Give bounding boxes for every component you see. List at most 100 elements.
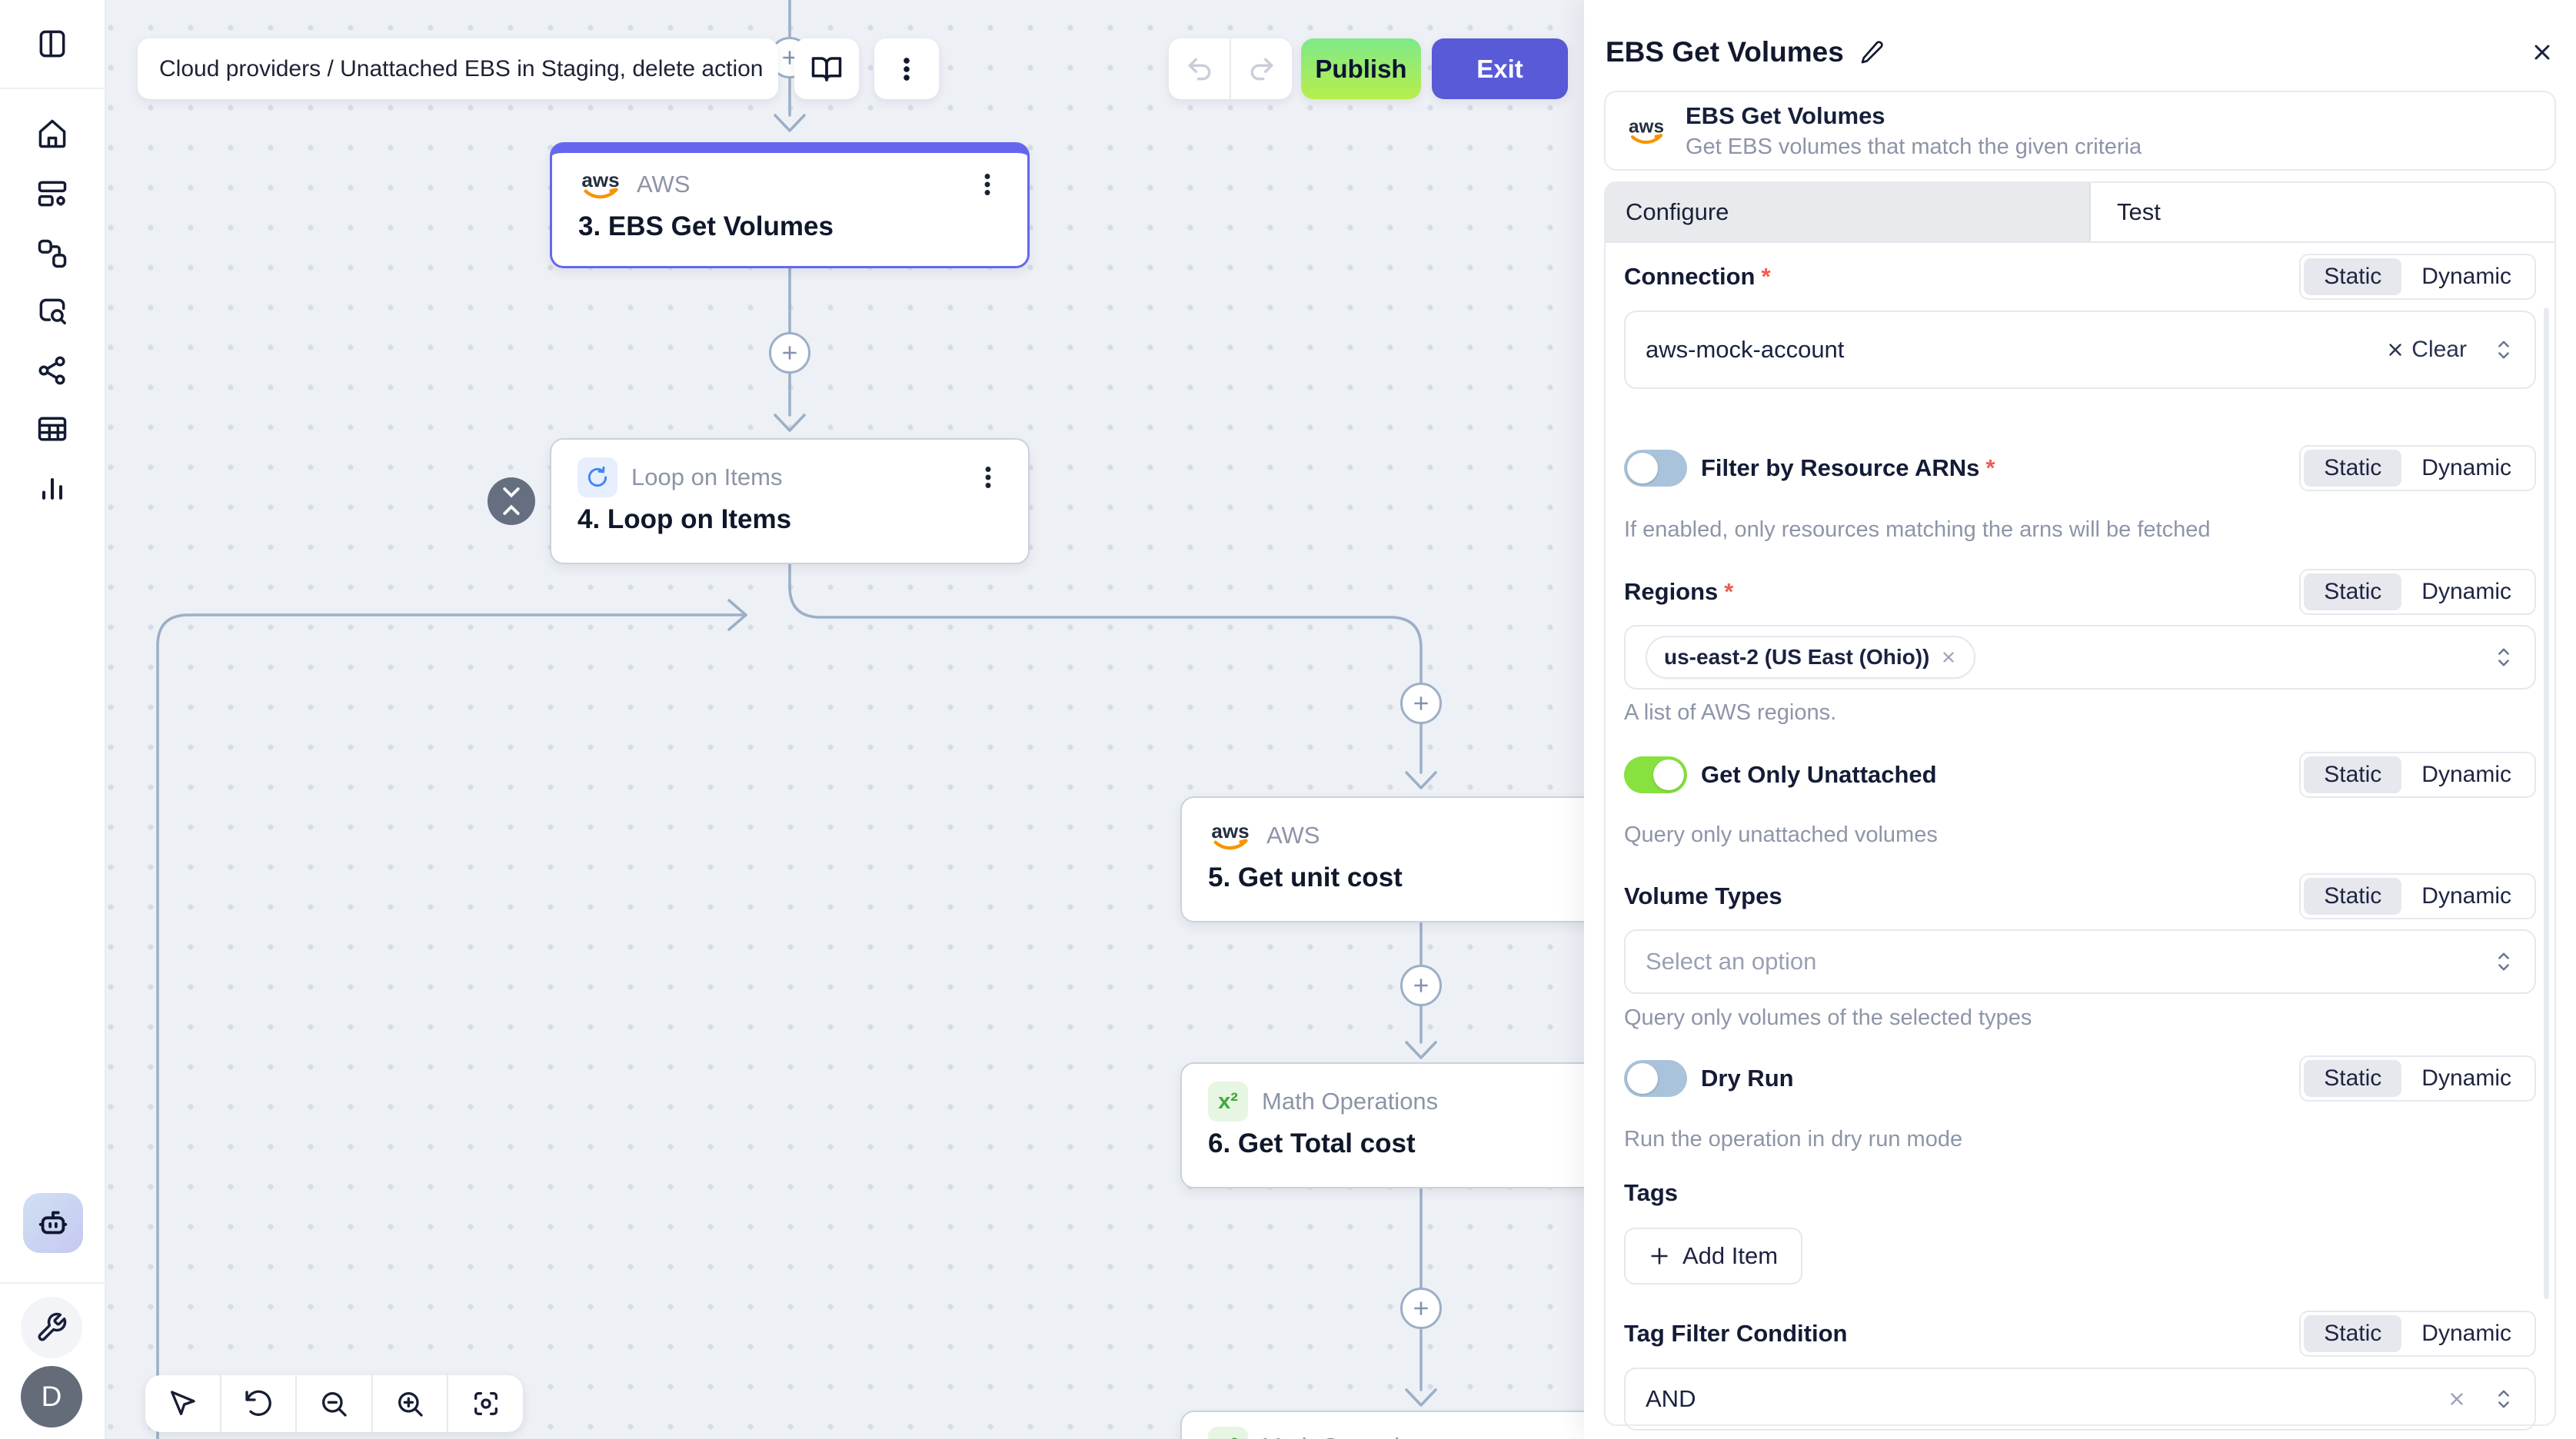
undo-redo-group [1169, 38, 1292, 99]
sidebar-divider [0, 1282, 106, 1284]
unattached-static-dynamic-toggle: Static Dynamic [2299, 752, 2536, 798]
dry-run-toggle[interactable] [1624, 1060, 1687, 1097]
node-ebs-get-volumes[interactable]: aws AWS 3. EBS Get Volumes [550, 142, 1030, 268]
dry-run-label: Dry Run [1701, 1065, 1794, 1092]
node-get-total-cost[interactable]: x² Math Operations 6. Get Total cost [1180, 1062, 1660, 1188]
static-option[interactable]: Static [2304, 573, 2402, 610]
static-option[interactable]: Static [2304, 756, 2402, 793]
left-sidebar: D [0, 0, 106, 1439]
tab-configure[interactable]: Configure [1606, 183, 2091, 241]
add-tag-item-button[interactable]: Add Item [1624, 1228, 1803, 1284]
exit-label: Exit [1476, 54, 1523, 83]
add-step-button[interactable] [1400, 683, 1442, 724]
node-title: 4. Loop on Items [577, 504, 792, 534]
library-button[interactable] [794, 38, 859, 99]
region-chip[interactable]: us-east-2 (US East (Ohio)) [1646, 636, 1976, 679]
undo-button[interactable] [1169, 38, 1230, 99]
dynamic-option[interactable]: Dynamic [2421, 455, 2511, 480]
workflow-menu-button[interactable] [874, 38, 939, 99]
sidebar-item-tables[interactable] [35, 411, 70, 447]
node-app-label: AWS [1266, 822, 1320, 849]
sidebar-item-home[interactable] [35, 116, 70, 151]
redo-button[interactable] [1230, 38, 1292, 99]
zoom-in-button[interactable] [371, 1375, 448, 1432]
sidebar-item-automations[interactable] [35, 176, 70, 211]
collapse-loop-button[interactable] [488, 477, 535, 525]
sidebar-item-workflows[interactable] [35, 236, 70, 271]
zoom-in-icon [398, 1392, 423, 1417]
dynamic-option[interactable]: Dynamic [2421, 1321, 2511, 1346]
clear-connection-button[interactable]: Clear [2385, 337, 2467, 363]
clear-icon[interactable] [2447, 1389, 2467, 1409]
dynamic-option[interactable]: Dynamic [2421, 264, 2511, 289]
sidebar-item-explore[interactable] [35, 294, 70, 329]
sidebar-item-settings[interactable] [21, 1297, 82, 1358]
focus-icon [474, 1392, 498, 1415]
connection-static-dynamic-toggle: Static Dynamic [2299, 254, 2536, 300]
pointer-icon [171, 1391, 195, 1415]
tab-test[interactable]: Test [2117, 198, 2161, 225]
node-menu-button[interactable] [973, 171, 1001, 198]
table-icon [38, 417, 67, 441]
node-menu-button[interactable] [974, 464, 1002, 491]
connection-label: Connection* [1624, 263, 1771, 290]
workflow-icon [38, 239, 67, 268]
sidebar-toggle-button[interactable] [35, 26, 70, 61]
math-operations-icon: x² [1208, 1082, 1248, 1122]
publish-label: Publish [1315, 54, 1407, 83]
chevrons-up-down-icon [2498, 648, 2509, 666]
get-only-unattached-toggle[interactable] [1624, 756, 1687, 793]
panel-title: EBS Get Volumes [1606, 36, 1844, 68]
node-title: 6. Get Total cost [1208, 1128, 1416, 1158]
filter-arns-toggle[interactable] [1624, 450, 1687, 487]
panel-scrollbar[interactable] [2544, 307, 2549, 1299]
connection-select[interactable]: aws-mock-account Clear [1624, 311, 2536, 389]
volume-types-select[interactable]: Select an option [1624, 929, 2536, 994]
share-icon [38, 356, 65, 385]
home-icon [38, 119, 66, 148]
tag-filter-condition-label: Tag Filter Condition [1624, 1320, 1848, 1347]
dynamic-option[interactable]: Dynamic [2421, 883, 2511, 909]
edit-pencil-icon[interactable] [1859, 40, 1884, 65]
remove-chip-icon[interactable] [1940, 649, 1957, 666]
workflow-selector-label: Cloud providers / Unattached EBS in Stag… [159, 55, 764, 81]
static-option[interactable]: Static [2304, 258, 2402, 295]
refresh-view-button[interactable] [219, 1375, 296, 1432]
static-option[interactable]: Static [2304, 1315, 2402, 1352]
dynamic-option[interactable]: Dynamic [2421, 579, 2511, 604]
publish-button[interactable]: Publish [1301, 38, 1421, 99]
static-option[interactable]: Static [2304, 1060, 2402, 1097]
close-icon [2389, 344, 2401, 356]
layout-settings-icon [38, 181, 67, 207]
tag-filter-condition-select[interactable]: AND [1624, 1368, 2536, 1431]
node-math-operations[interactable]: x² Math Operations [1180, 1411, 1660, 1439]
refresh-icon [245, 1390, 271, 1416]
dynamic-option[interactable]: Dynamic [2421, 1065, 2511, 1091]
exit-button[interactable]: Exit [1432, 38, 1568, 99]
add-step-button[interactable] [1400, 965, 1442, 1006]
dry-run-static-dynamic-toggle: Static Dynamic [2299, 1055, 2536, 1102]
static-option[interactable]: Static [2304, 878, 2402, 915]
regions-select[interactable]: us-east-2 (US East (Ohio)) [1624, 625, 2536, 690]
workflow-selector[interactable]: Cloud providers / Unattached EBS in Stag… [138, 38, 778, 99]
dynamic-option[interactable]: Dynamic [2421, 762, 2511, 787]
sidebar-item-analytics[interactable] [35, 470, 70, 506]
add-step-button[interactable] [1400, 1288, 1442, 1329]
sidebar-item-integrations[interactable] [35, 353, 70, 388]
user-avatar[interactable]: D [21, 1366, 82, 1427]
kebab-menu-icon [904, 57, 910, 81]
node-get-unit-cost[interactable]: aws AWS 5. Get unit cost [1180, 796, 1660, 922]
regions-static-dynamic-toggle: Static Dynamic [2299, 569, 2536, 615]
zoom-out-button[interactable] [295, 1375, 371, 1432]
node-loop-on-items[interactable]: Loop on Items 4. Loop on Items [550, 438, 1030, 564]
get-only-unattached-helper: Query only unattached volumes [1624, 823, 1938, 847]
fit-view-button[interactable] [447, 1375, 523, 1432]
static-option[interactable]: Static [2304, 450, 2402, 487]
close-icon[interactable] [2530, 40, 2554, 65]
pointer-tool-button[interactable] [145, 1375, 220, 1432]
math-operations-icon: x² [1208, 1427, 1248, 1439]
panel-left-icon [39, 30, 65, 58]
add-step-button[interactable] [769, 332, 810, 374]
node-app-label: Math Operations [1262, 1433, 1438, 1439]
sidebar-item-assistant[interactable] [23, 1193, 83, 1253]
